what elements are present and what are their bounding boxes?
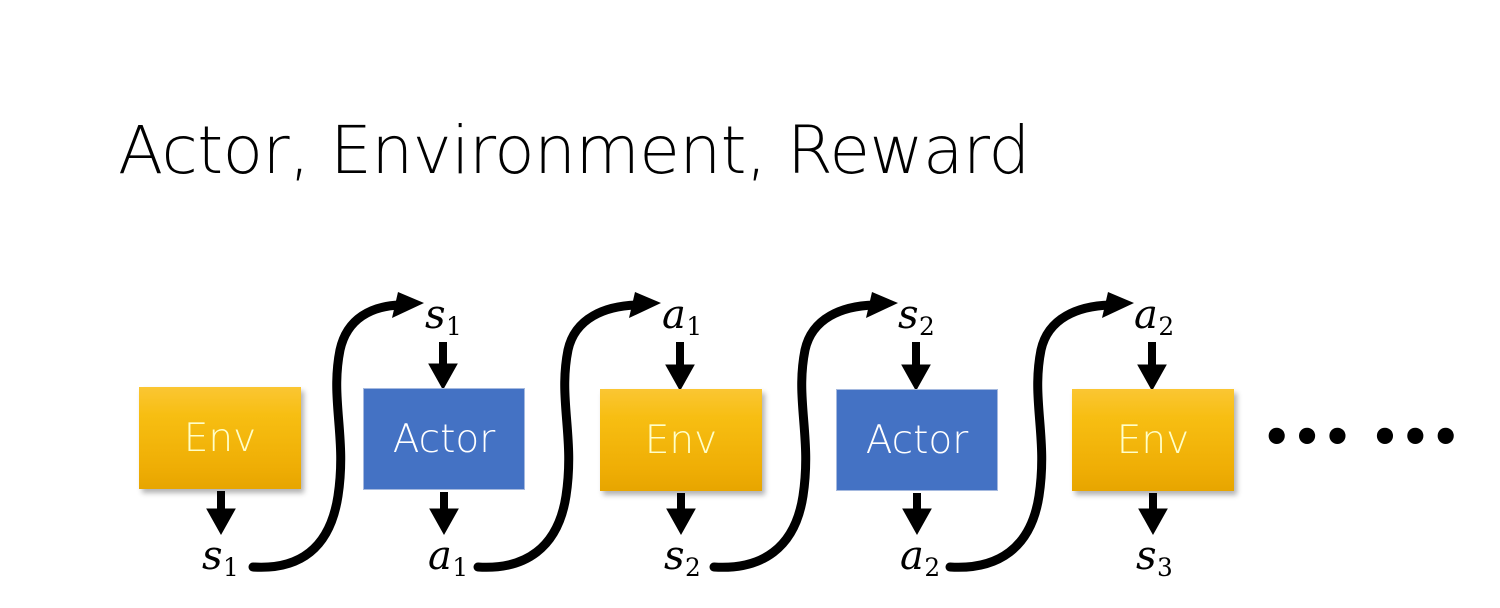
symbol-base: a	[1134, 292, 1158, 338]
symbol-base: s	[664, 533, 685, 579]
symbol-subscript: 2	[924, 552, 941, 582]
node-label: Env	[1116, 417, 1190, 463]
symbol-base: s	[202, 533, 223, 579]
node-env-3[interactable]: Env	[1072, 389, 1234, 491]
symbol-base: s	[1136, 533, 1157, 579]
arrow-top-s1-to-actor1	[428, 342, 458, 391]
node-actor-2[interactable]: Actor	[836, 389, 998, 491]
symbol-subscript: 2	[919, 311, 935, 341]
arrow-top-a1-to-env2	[665, 342, 695, 392]
label-bottom-state-s2: s2	[664, 536, 701, 581]
label-bottom-action-a2: a2	[900, 536, 940, 581]
node-label: Env	[183, 415, 257, 461]
symbol-base: a	[900, 533, 924, 579]
label-top-state-s2: s2	[898, 295, 935, 340]
symbol-subscript: 1	[223, 552, 239, 582]
symbol-subscript: 1	[452, 552, 469, 582]
label-top-action-a2: a2	[1134, 295, 1174, 340]
symbol-base: a	[662, 292, 686, 338]
page-title: Actor, Environment, Reward	[118, 112, 1030, 189]
arrow-top-a2-to-env3	[1137, 342, 1167, 392]
node-label: Actor	[865, 417, 969, 463]
label-bottom-state-s1: s1	[202, 536, 239, 581]
symbol-subscript: 1	[686, 311, 703, 341]
arrow-actor2-to-bot-a2	[902, 493, 932, 536]
node-actor-1[interactable]: Actor	[363, 388, 525, 490]
ellipsis-continuation-dots: ••• •••	[1262, 410, 1462, 464]
label-bottom-action-a1: a1	[428, 536, 468, 581]
arrow-env3-to-bot-s3	[1138, 493, 1168, 536]
label-bottom-state-s3: s3	[1136, 536, 1173, 581]
arrow-top-s2-to-actor2	[901, 342, 931, 392]
symbol-subscript: 1	[446, 311, 462, 341]
symbol-base: a	[428, 533, 452, 579]
node-env-1[interactable]: Env	[139, 387, 301, 489]
symbol-subscript: 2	[685, 552, 701, 582]
arrow-env2-to-bot-s2	[666, 493, 696, 536]
symbol-subscript: 2	[1158, 311, 1175, 341]
node-label: Actor	[392, 416, 496, 462]
arrow-actor1-to-bot-a1	[429, 492, 459, 536]
label-top-action-a1: a1	[662, 295, 702, 340]
label-top-state-s1: s1	[425, 295, 462, 340]
symbol-base: s	[898, 292, 919, 338]
node-env-2[interactable]: Env	[600, 389, 762, 491]
symbol-subscript: 3	[1157, 552, 1173, 582]
symbol-base: s	[425, 292, 446, 338]
arrow-env1-to-bot-s1	[206, 491, 236, 536]
node-label: Env	[644, 417, 718, 463]
